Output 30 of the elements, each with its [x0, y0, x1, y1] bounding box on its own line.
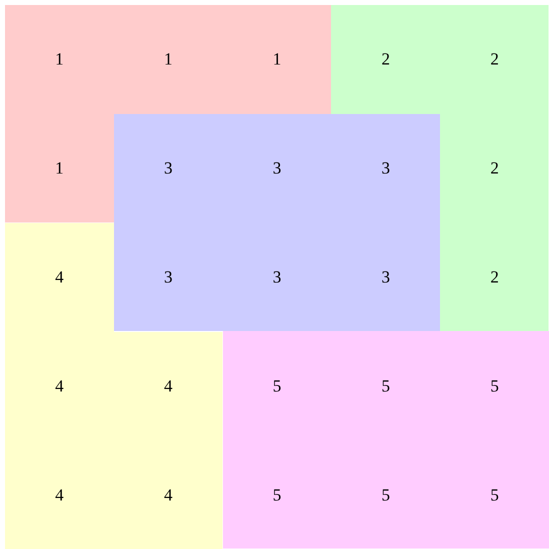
- region-number: 1: [55, 160, 64, 177]
- region-number: 1: [55, 50, 64, 68]
- region-number: 5: [272, 486, 282, 504]
- region-number: 4: [55, 377, 64, 394]
- region-number: 3: [382, 268, 390, 286]
- colored-region: [331, 5, 549, 332]
- region-number: 3: [164, 160, 172, 177]
- colored-region: [5, 222, 223, 549]
- region-number: 2: [490, 268, 499, 286]
- region-number: 2: [382, 50, 390, 68]
- region-number: 3: [164, 268, 172, 286]
- region-number: 4: [164, 486, 172, 504]
- region-number: 3: [272, 160, 282, 177]
- region-number: 5: [382, 486, 390, 504]
- region-number: 4: [55, 268, 64, 286]
- region-number: 2: [490, 50, 499, 68]
- colored-region: [5, 5, 332, 223]
- region-number: 4: [164, 377, 172, 394]
- region-number: 5: [382, 377, 390, 394]
- colored-region: [114, 114, 440, 332]
- region-number: 4: [55, 486, 64, 504]
- region-number: 3: [382, 160, 390, 177]
- region-number: 3: [272, 268, 282, 286]
- region-number: 1: [164, 50, 172, 68]
- colored-region: [222, 331, 549, 549]
- region-number: 5: [490, 377, 499, 394]
- region-number: 5: [272, 377, 282, 394]
- region-number: 2: [490, 160, 499, 177]
- region-number: 5: [490, 486, 499, 504]
- region-number: 1: [272, 50, 282, 68]
